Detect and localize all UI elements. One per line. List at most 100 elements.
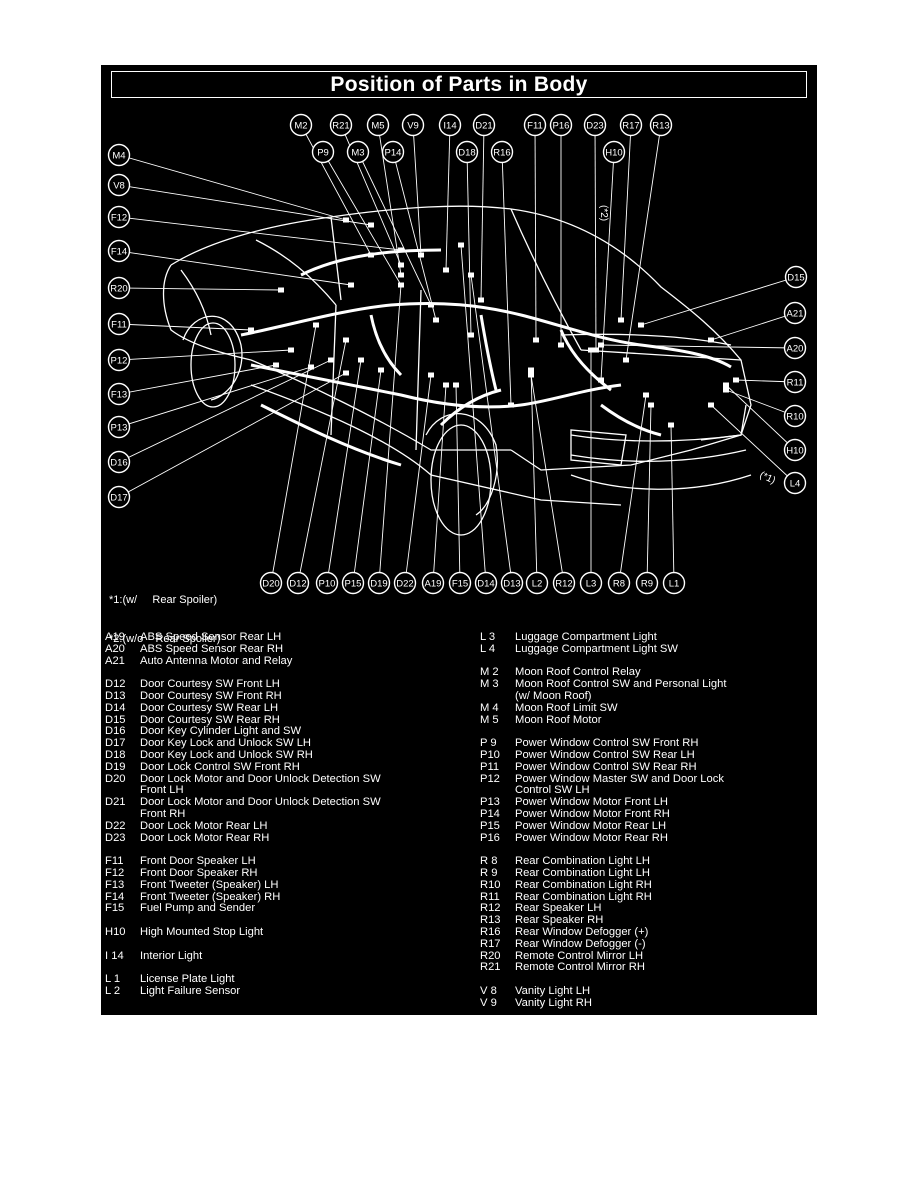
legend-code: P15 (480, 819, 500, 832)
callout-label: D16 (110, 458, 127, 469)
callout-label: P15 (345, 579, 362, 590)
callout-label: R17 (622, 121, 639, 132)
callout-label: F12 (111, 213, 127, 224)
callout-circle: D18 (455, 140, 479, 164)
callout-label: D13 (503, 579, 520, 590)
legend-code: F14 (105, 890, 125, 903)
callout-circle: M3 (346, 140, 370, 164)
callout-label: R9 (641, 579, 653, 590)
callout-label: M4 (112, 151, 125, 162)
legend-code: D16 (105, 725, 126, 738)
leader-line (118, 359, 332, 463)
legend-row: D15 Door Courtesy SW Rear RH (105, 713, 457, 727)
legend-row: V 9 Vanity Light RH (480, 996, 810, 1010)
callout-label: L2 (532, 579, 543, 590)
legend-code: R13 (480, 914, 501, 927)
legend-description: Power Window Motor Rear LH (515, 819, 667, 832)
callout-label: D19 (370, 579, 387, 590)
callout-label: D23 (586, 121, 603, 132)
legend-description: Door Key Cylinder Light and SW (140, 725, 302, 738)
legend-description: Power Window Control SW Rear RH (515, 760, 697, 773)
legend-code: P13 (480, 796, 500, 809)
leader-line (118, 364, 277, 395)
legend-code: A20 (105, 642, 125, 655)
legend-description: (w/ Moon Roof) (515, 689, 592, 702)
legend-code: M 4 (480, 701, 499, 714)
callout-circle: M4 (107, 143, 131, 167)
callout-label: D14 (477, 579, 494, 590)
callout-circle: P15 (341, 571, 365, 595)
legend-row: M 4 Moon Roof Limit SW (480, 701, 810, 715)
callout-label: R12 (555, 579, 572, 590)
callout-label: F13 (111, 390, 127, 401)
legend-description: Luggage Compartment Light (515, 631, 657, 643)
legend-row: Control SW LH (480, 785, 810, 797)
leader-lines (118, 124, 797, 584)
callout-circle: F14 (107, 239, 131, 263)
legend-description: Power Window Motor Front LH (515, 796, 668, 809)
legend-row: M 2 Moon Roof Control Relay (480, 667, 810, 679)
legend-description: Front Door Speaker LH (140, 855, 256, 868)
callout-circle: R11 (783, 370, 807, 394)
callout-label: F15 (452, 579, 468, 590)
legend-code: D18 (105, 748, 126, 761)
callout-label: F11 (527, 121, 543, 132)
legend-code: D23 (105, 831, 126, 844)
legend-description: Moon Roof Limit SW (515, 701, 618, 714)
legend-description: Auto Antenna Motor and Relay (140, 654, 293, 667)
legend-row: Front LH (105, 785, 457, 797)
callout-label: R10 (786, 412, 803, 423)
page-title: Position of Parts in Body (111, 71, 807, 98)
callout-label: R13 (652, 121, 669, 132)
callout-circle: D17 (107, 485, 131, 509)
legend-description: Rear Combination Light LH (515, 866, 650, 879)
callout-circle: D20 (259, 571, 283, 595)
legend-description: Moon Roof Control Relay (515, 666, 641, 679)
legend-code: R20 (480, 949, 501, 962)
callout-circle: P16 (549, 113, 573, 137)
callout-label: R8 (613, 579, 625, 590)
legend-description: Door Courtesy SW Rear RH (140, 713, 280, 726)
legend-description: Fuel Pump and Sender (140, 902, 256, 915)
callout-circle: R20 (107, 276, 131, 300)
leader-line (445, 124, 451, 271)
callout-circle: F11 (107, 312, 131, 336)
callout-label: D17 (110, 493, 127, 504)
marker-star-2: (*2) (598, 205, 609, 221)
legend-description: Door Courtesy SW Front LH (140, 678, 280, 691)
callout-label: A20 (787, 344, 804, 355)
callout-label: V9 (407, 121, 419, 132)
legend-description: Vanity Light RH (515, 996, 592, 1009)
callout-circle: I14 (438, 113, 462, 137)
callout-label: L4 (790, 479, 801, 490)
callout-circle: R17 (619, 113, 643, 137)
legend-description: License Plate Light (140, 973, 235, 986)
callout-label: R21 (332, 121, 349, 132)
legend-description: Door Courtesy SW Rear LH (140, 701, 279, 714)
legend-code: V 9 (480, 996, 497, 1009)
legend-description: Moon Roof Control SW and Personal Light (515, 678, 727, 691)
legend-code: P12 (480, 772, 500, 785)
legend-code: L 2 (105, 984, 121, 997)
legend-code: R 9 (480, 866, 498, 879)
legend-code: M 2 (480, 666, 499, 679)
legend-description: Rear Window Defogger (+) (515, 925, 649, 938)
leader-line (501, 151, 512, 406)
callout-label: A19 (425, 579, 442, 590)
legend-code: H10 (105, 925, 126, 938)
legend-code: D15 (105, 713, 126, 726)
